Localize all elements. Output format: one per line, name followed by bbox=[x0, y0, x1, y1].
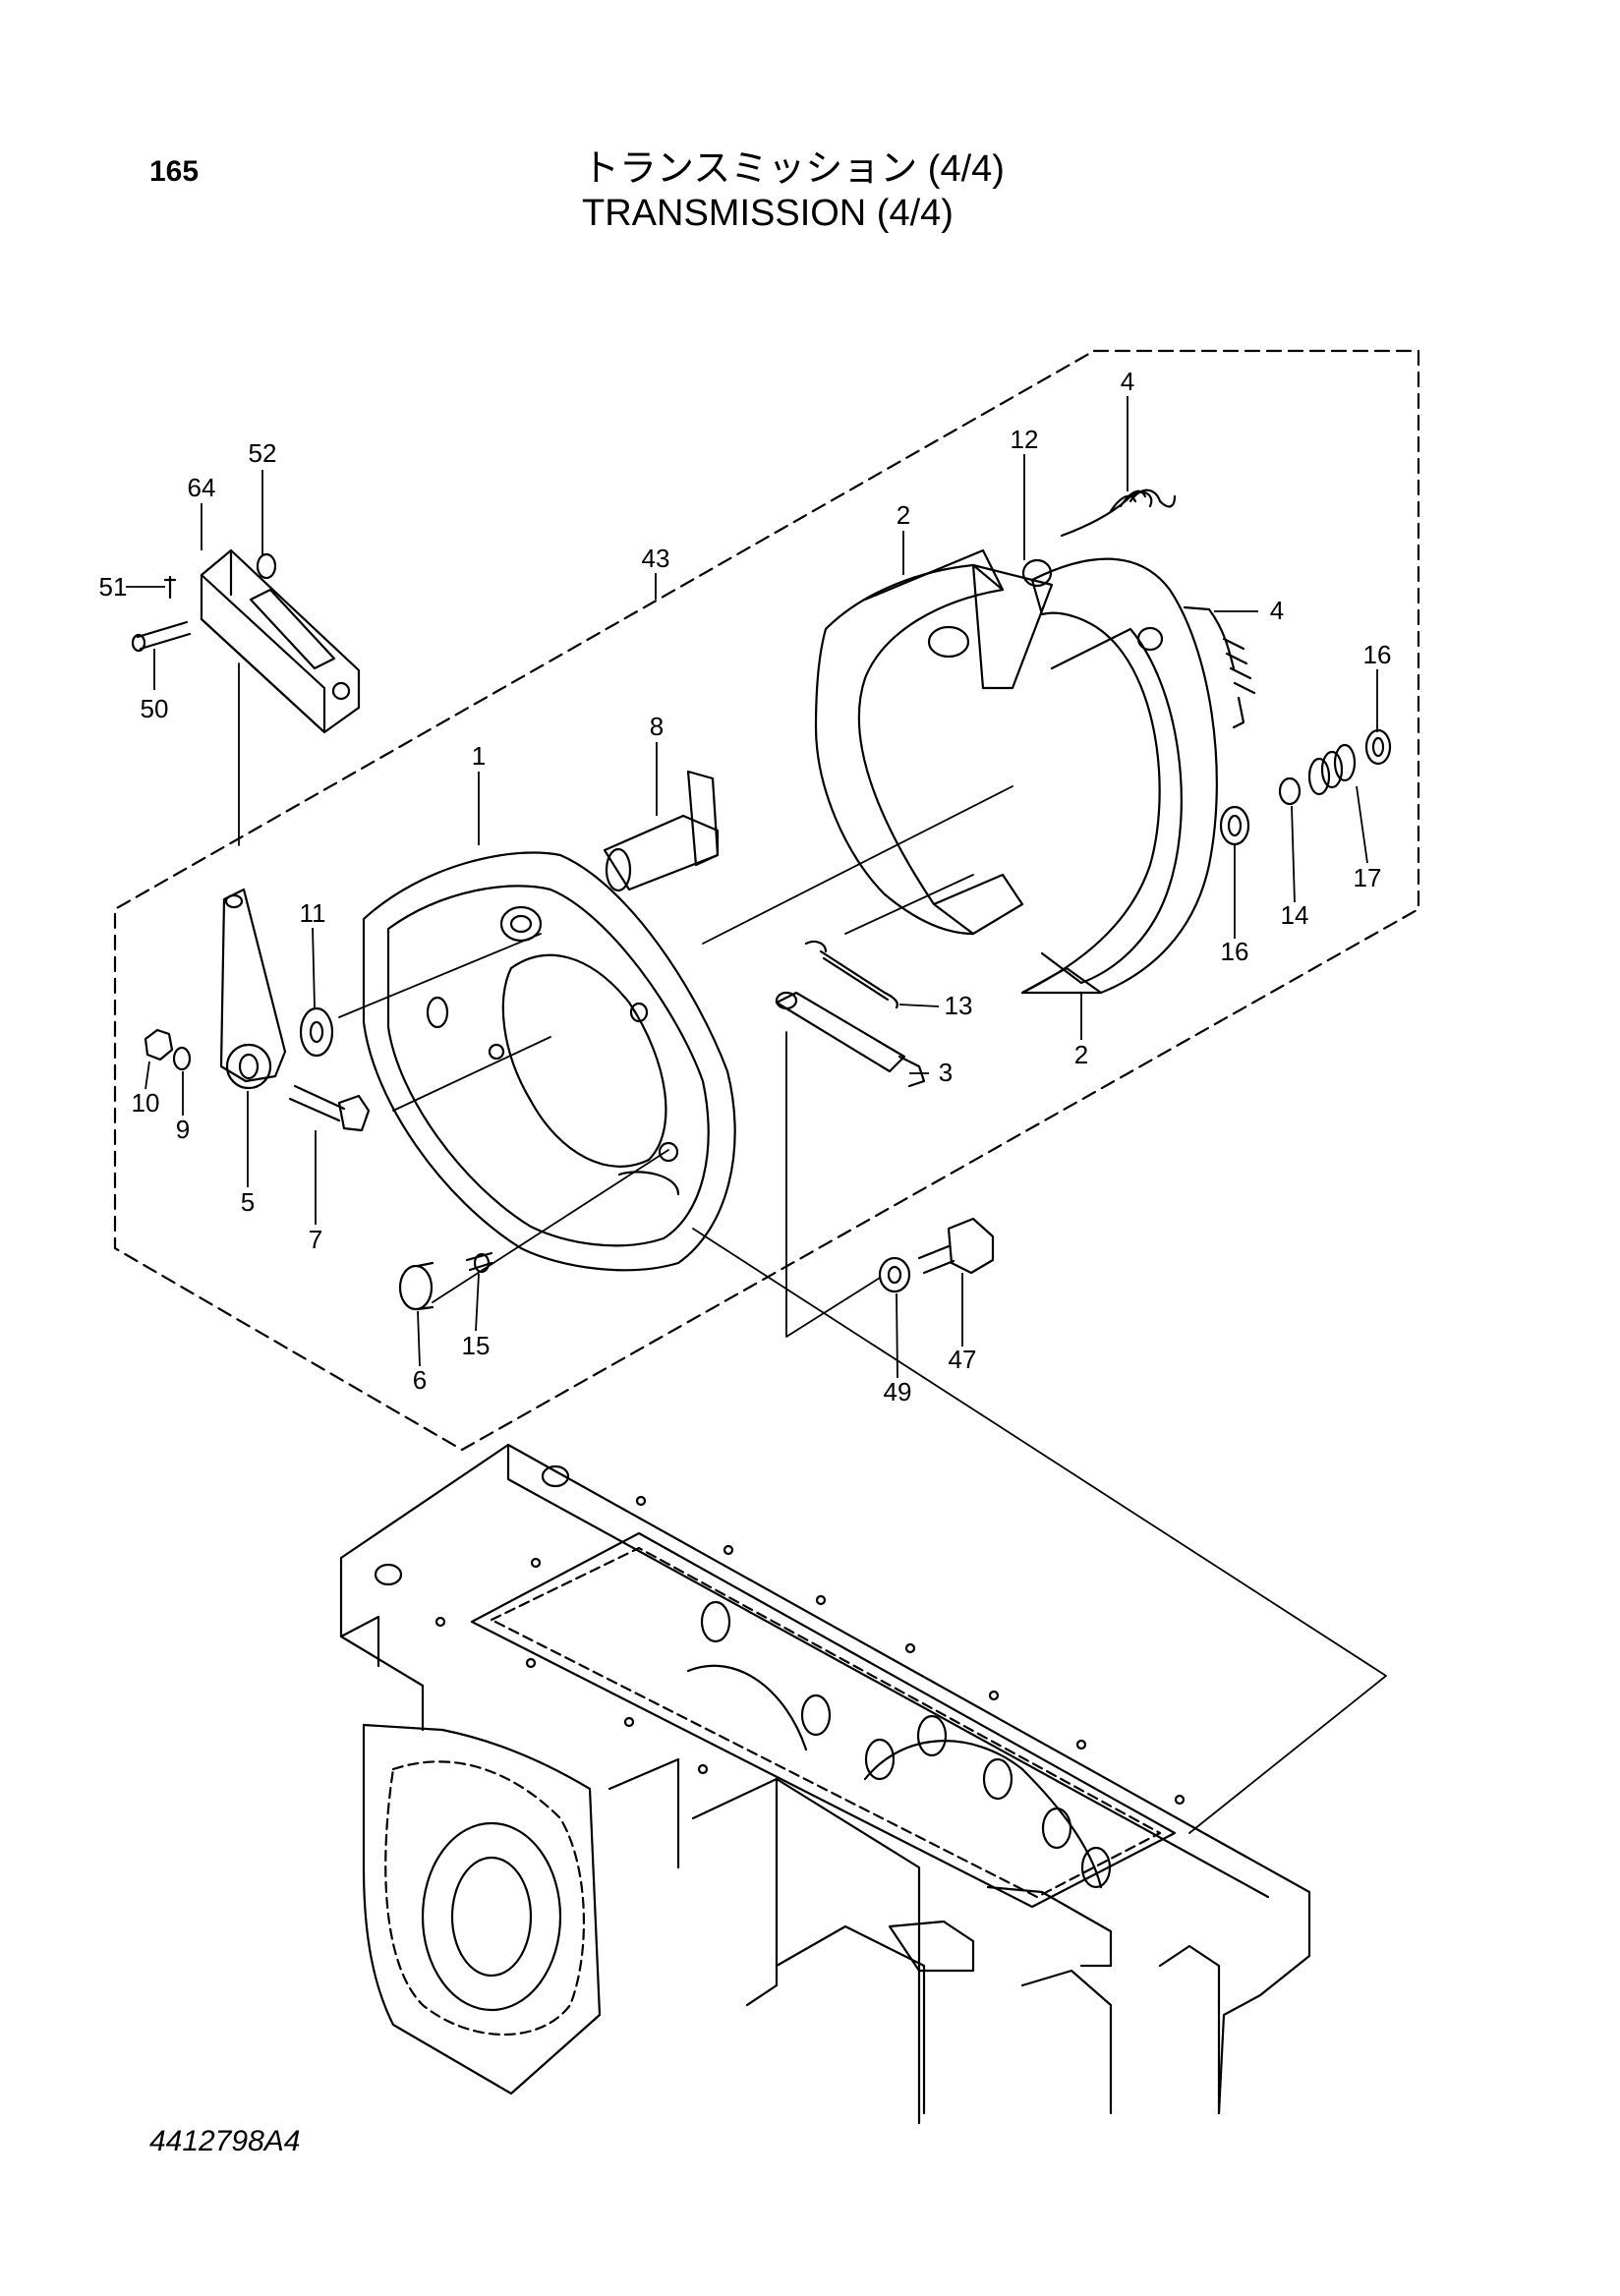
document-code: 4412798A4 bbox=[149, 2125, 301, 2157]
callout-11: 12 bbox=[1011, 425, 1039, 454]
callout-51: 51 bbox=[99, 572, 128, 602]
page-number: 165 bbox=[149, 155, 200, 188]
washer-10 bbox=[299, 1006, 334, 1058]
washer-49 bbox=[878, 1256, 911, 1293]
callout-12: 13 bbox=[945, 991, 973, 1020]
transmission-case bbox=[339, 1443, 1311, 2125]
callout-4-side: 4 bbox=[1270, 596, 1284, 625]
brake-shoe-2-right bbox=[1020, 557, 1218, 995]
callout-15: 15 bbox=[462, 1331, 491, 1360]
bracket-64 bbox=[200, 548, 361, 734]
callout-10: 11 bbox=[300, 898, 326, 928]
callout-7: 9 bbox=[176, 1115, 190, 1144]
callout-16-right: 16 bbox=[1363, 640, 1392, 669]
callout-17: 17 bbox=[1354, 863, 1382, 892]
callout-2-top: 2 bbox=[897, 500, 910, 530]
callout-47: 47 bbox=[949, 1345, 977, 1374]
return-spring-4-top bbox=[1060, 488, 1177, 538]
callout-4-top: 4 bbox=[1121, 367, 1134, 396]
callout-64: 64 bbox=[188, 473, 216, 502]
title-english: TRANSMISSION (4/4) bbox=[582, 193, 954, 234]
pin-15 bbox=[465, 1251, 493, 1274]
cup-16-left bbox=[1219, 805, 1250, 846]
washer-14 bbox=[1278, 776, 1302, 806]
bolt-9 bbox=[288, 1084, 371, 1132]
brake-shoe-2-left bbox=[814, 548, 1054, 936]
leader-lines bbox=[238, 662, 1387, 1834]
callout-49: 49 bbox=[884, 1377, 912, 1406]
bolt-47 bbox=[917, 1217, 995, 1275]
adjuster-3 bbox=[775, 991, 926, 1088]
return-spring-4-side bbox=[1183, 605, 1256, 729]
callout-9: 7 bbox=[309, 1225, 322, 1254]
callout-52: 52 bbox=[249, 438, 277, 468]
anchor-pin-5 bbox=[603, 770, 720, 892]
callout-50: 50 bbox=[141, 694, 169, 723]
spring-12 bbox=[804, 940, 898, 1009]
spring-17 bbox=[1307, 743, 1357, 796]
nut-8 bbox=[144, 1028, 174, 1062]
lock-washer-7 bbox=[172, 1046, 192, 1071]
callout-43: 43 bbox=[642, 544, 670, 573]
callout-3: 3 bbox=[939, 1058, 953, 1087]
callout-8: 10 bbox=[132, 1088, 160, 1118]
nut-52 bbox=[256, 552, 277, 580]
plug-13 bbox=[398, 1261, 434, 1311]
callout-5: 8 bbox=[650, 712, 664, 741]
callout-14: 14 bbox=[1281, 900, 1309, 930]
lever-6 bbox=[219, 888, 287, 1090]
assembly-boundary-43 bbox=[113, 349, 1420, 1452]
cotter-pin-51 bbox=[163, 575, 177, 600]
backing-plate-1 bbox=[362, 851, 736, 1272]
callout-1: 1 bbox=[472, 741, 486, 771]
cup-16-right bbox=[1364, 728, 1392, 766]
callout-16-left: 16 bbox=[1221, 937, 1249, 966]
title-japanese: トランスミッション (4/4) bbox=[582, 148, 1005, 190]
pin-50 bbox=[131, 620, 192, 653]
callout-6: 5 bbox=[241, 1187, 255, 1217]
callout-2-bottom: 2 bbox=[1074, 1040, 1088, 1069]
callout-13: 6 bbox=[413, 1365, 427, 1395]
